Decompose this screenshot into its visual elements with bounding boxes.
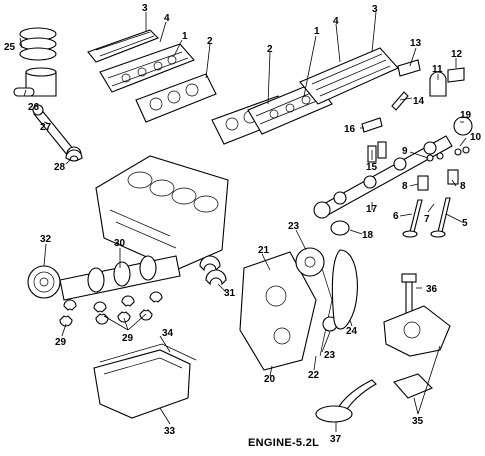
callout-1b: 1 (314, 26, 320, 37)
callout-20: 20 (264, 374, 276, 385)
callout-29b: 29 (122, 333, 134, 344)
camshaft[interactable] (313, 135, 453, 219)
callout-16: 16 (344, 124, 356, 135)
rod-bearing[interactable] (65, 149, 83, 161)
callout-36: 36 (426, 284, 438, 295)
rocker-arm[interactable] (397, 59, 421, 77)
callout-1a: 1 (182, 31, 188, 42)
callout-15: 15 (366, 162, 378, 173)
callout-31: 31 (224, 288, 236, 299)
oil-pump[interactable] (383, 305, 451, 357)
callout-7: 7 (424, 214, 430, 225)
callout-25: 25 (4, 42, 16, 53)
valve-springs[interactable] (417, 146, 470, 191)
callout-13: 13 (410, 38, 422, 49)
callout-29a: 29 (55, 337, 67, 348)
callout-8b: 8 (460, 181, 466, 192)
callout-19: 19 (460, 110, 472, 121)
oil-pan-gasket[interactable] (99, 343, 197, 363)
callout-4b: 4 (333, 16, 339, 27)
rocker-shaft-bolt[interactable] (361, 117, 383, 133)
piston-rings[interactable] (19, 27, 57, 61)
callout-3a: 3 (142, 3, 148, 14)
cam-sprocket-cover[interactable] (453, 116, 473, 136)
callout-35: 35 (412, 416, 424, 427)
crankshaft[interactable] (59, 255, 181, 301)
callout-10: 10 (470, 132, 482, 143)
callout-21: 21 (258, 245, 270, 256)
callout-6: 6 (393, 211, 399, 222)
callout-26: 26 (28, 102, 40, 113)
oil-pickup-tube[interactable] (315, 379, 377, 423)
cam-sprocket[interactable] (295, 247, 325, 277)
crank-pulley[interactable] (27, 265, 61, 299)
rocker-pedestal[interactable] (447, 67, 465, 83)
callout-14: 14 (413, 96, 425, 107)
callout-32: 32 (40, 234, 52, 245)
callout-17: 17 (366, 204, 378, 215)
callout-30: 30 (114, 238, 126, 249)
callout-23a: 23 (288, 221, 300, 232)
callout-12: 12 (451, 49, 463, 60)
cam-bearing[interactable] (330, 220, 350, 236)
valve-cover-right[interactable] (299, 47, 399, 105)
valves[interactable] (402, 197, 451, 238)
timing-cover[interactable] (239, 251, 317, 371)
engine-block[interactable] (95, 155, 229, 271)
pushrod[interactable] (391, 91, 409, 111)
callout-9: 9 (402, 146, 408, 157)
timing-chain[interactable] (331, 249, 358, 330)
callout-24: 24 (346, 326, 358, 337)
cylinder-head-left[interactable] (99, 43, 195, 93)
callout-23b: 23 (324, 350, 336, 361)
main-bearings[interactable] (63, 291, 163, 313)
oil-pan[interactable] (93, 349, 191, 419)
main-bearing-lower[interactable] (59, 309, 153, 327)
callout-3b: 3 (372, 4, 378, 15)
head-gasket-left[interactable] (135, 73, 217, 123)
leader-lines (19, 11, 467, 432)
callout-34: 34 (162, 328, 174, 339)
lifters[interactable] (367, 141, 387, 163)
pushrod-pivot[interactable] (429, 71, 447, 97)
callout-33: 33 (164, 426, 176, 437)
callout-37: 37 (330, 434, 342, 445)
valve-cover-left[interactable] (87, 29, 159, 63)
callout-2a: 2 (207, 36, 213, 47)
callout-8a: 8 (402, 181, 408, 192)
callouts: 3 4 1 2 2 1 4 3 13 12 11 14 25 26 27 28 … (4, 3, 482, 445)
callout-4a: 4 (164, 13, 170, 24)
callout-11: 11 (432, 64, 443, 75)
callout-27: 27 (40, 122, 52, 133)
callout-5: 5 (462, 218, 468, 229)
callout-22: 22 (308, 370, 320, 381)
callout-2b: 2 (267, 44, 273, 55)
diagram-caption: ENGINE-5.2L (248, 437, 320, 449)
callout-18: 18 (362, 230, 374, 241)
thrust-bearing[interactable] (199, 255, 227, 286)
oil-pump-relief[interactable] (393, 373, 433, 399)
callout-28: 28 (54, 162, 66, 173)
